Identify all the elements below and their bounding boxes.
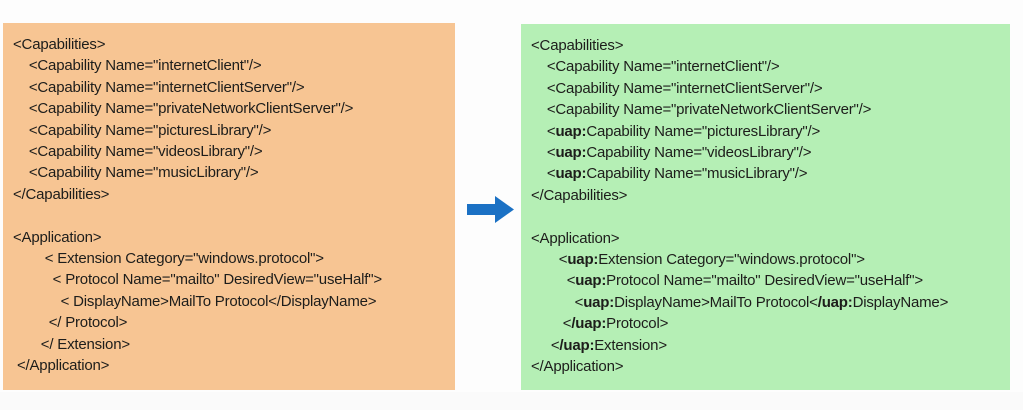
code-line: </Application> — [13, 357, 110, 375]
code-line: <uap:DisplayName>MailTo Protocol</uap:Di… — [531, 293, 949, 311]
arrow-shape — [467, 196, 514, 223]
left-code-panel: <Capabilities> <Capability Name="interne… — [3, 23, 455, 390]
code-line: </Capabilities> — [531, 186, 628, 204]
code-line: <Capability Name="internetClientServer"/… — [531, 79, 823, 97]
code-line: <Capability Name="internetClientServer"/… — [13, 78, 305, 96]
code-line: </uap:Protocol> — [531, 315, 669, 333]
code-line: <Capability Name="videosLibrary"/> — [13, 143, 263, 161]
bottom-margin-strip — [0, 392, 1023, 410]
code-line: <Capability Name="picturesLibrary"/> — [13, 121, 272, 139]
code-line: <Capabilities> — [531, 37, 624, 54]
code-line: </Capabilities> — [13, 185, 110, 203]
code-line: <Capability Name="internetClient"/> — [531, 58, 780, 76]
code-line: </uap:Extension> — [531, 336, 667, 354]
code-line: <uap:Protocol Name="mailto" DesiredView=… — [531, 272, 923, 290]
code-line: <Capabilities> — [13, 36, 106, 53]
right-code-panel: <Capabilities> <Capability Name="interne… — [521, 24, 1010, 390]
code-line: <Application> — [13, 228, 102, 246]
code-line: <uap:Capability Name="picturesLibrary"/> — [531, 122, 821, 140]
code-line: <Capability Name="internetClient"/> — [13, 57, 262, 75]
code-line: <uap:Capability Name="videosLibrary"/> — [531, 144, 812, 162]
code-line: </Application> — [531, 358, 624, 376]
code-line — [531, 206, 1002, 227]
code-line: </ Protocol> — [13, 314, 128, 332]
code-line: < Protocol Name="mailto" DesiredView="us… — [13, 271, 382, 289]
code-line: <uap:Capability Name="musicLibrary"/> — [531, 165, 808, 183]
code-line: <Capability Name="privateNetworkClientSe… — [531, 101, 872, 119]
code-line: < DisplayName>MailTo Protocol</DisplayNa… — [13, 292, 377, 310]
code-line: <uap:Extension Category="windows.protoco… — [531, 251, 865, 269]
code-line: <Capability Name="privateNetworkClientSe… — [13, 100, 354, 118]
code-line: <Capability Name="musicLibrary"/> — [13, 164, 259, 182]
right-code-content: <Capabilities> <Capability Name="interne… — [531, 35, 1002, 378]
code-line: <Application> — [531, 229, 620, 247]
left-code-content: <Capabilities> <Capability Name="interne… — [13, 34, 447, 377]
code-line — [13, 205, 447, 226]
code-line: < Extension Category="windows.protocol"> — [13, 250, 324, 268]
right-arrow-icon — [467, 196, 514, 223]
code-line: </ Extension> — [13, 335, 130, 353]
